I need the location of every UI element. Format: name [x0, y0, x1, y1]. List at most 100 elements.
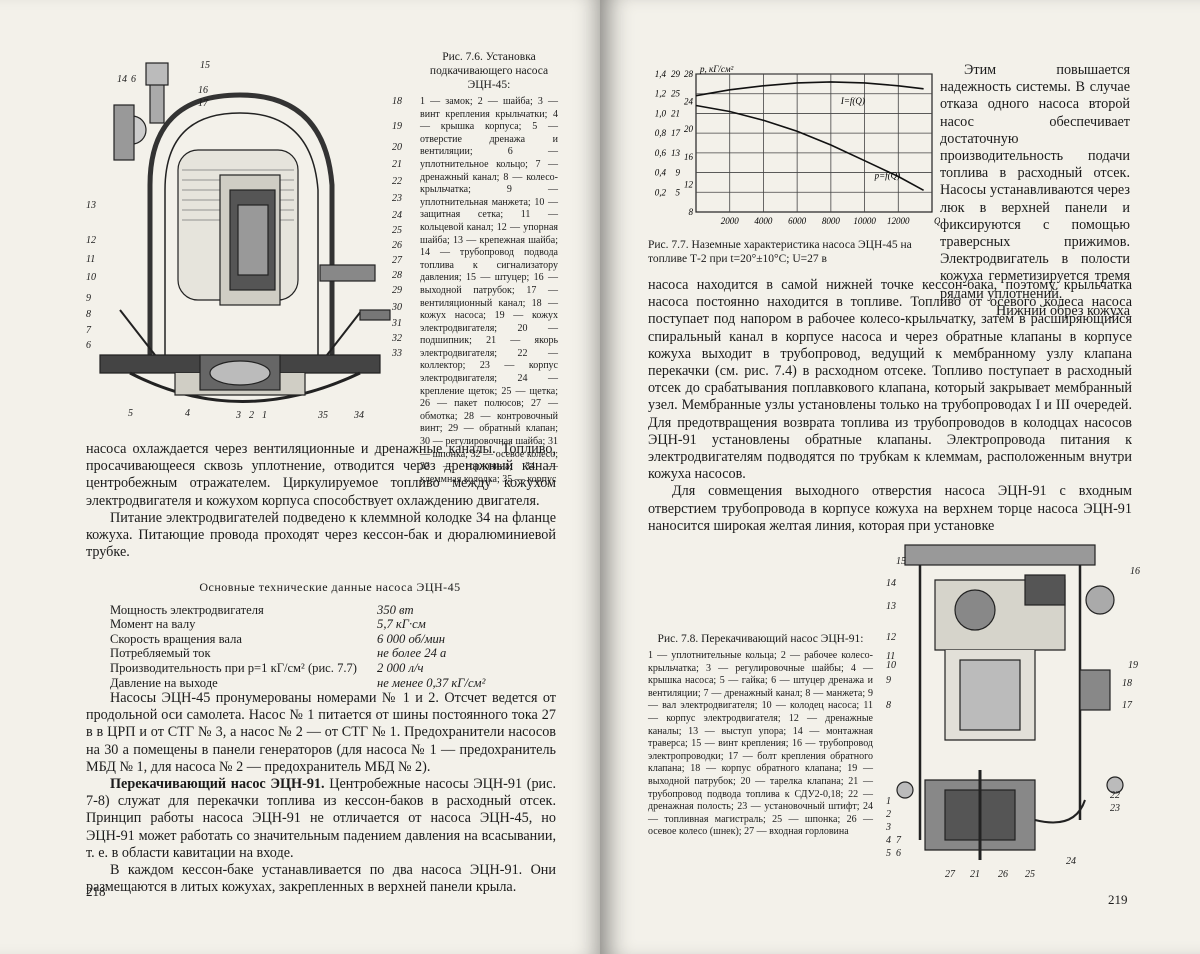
callout-12: 12 [886, 632, 896, 643]
y-mid-tick-label: 9 [676, 168, 681, 178]
callout-17: 17 [198, 98, 208, 109]
callout-27: 27 [392, 255, 402, 266]
right-text-block-2: насоса находится в самой нижней точке ке… [648, 277, 1132, 535]
y-left-tick-label: 0,4 [655, 168, 667, 178]
x-axis-label: Q, л/ч [934, 216, 940, 226]
x-tick-label: 8000 [822, 216, 841, 226]
callout-32: 32 [392, 333, 402, 344]
callout-34: 34 [354, 410, 364, 421]
callout-11: 11 [886, 651, 896, 662]
page-number-right: 219 [1108, 892, 1128, 907]
paragraph-placement: В каждом кессон-баке устанавливается по … [86, 862, 556, 896]
callout-2: 2 [249, 410, 254, 421]
callout-28: 28 [392, 270, 402, 281]
callout-31: 31 [392, 318, 402, 329]
callout-33: 33 [392, 348, 402, 359]
callout-22: 22 [392, 176, 402, 187]
paragraph-yellow-line: Для совмещения выходного отверстия насос… [648, 483, 1132, 534]
y-mid-tick-label: 5 [676, 187, 681, 197]
x-tick-label: 12000 [887, 216, 910, 226]
callout-21: 21 [970, 869, 980, 880]
callout-14: 14 [117, 74, 127, 85]
y-mid-tick-label: 29 [671, 69, 681, 79]
callout-14: 14 [886, 578, 896, 589]
callout-8: 8 [86, 309, 91, 320]
callout-19: 19 [392, 121, 402, 132]
figure-7-8-caption: Рис. 7.8. Перекачивающий насос ЭЦН-91: 1… [648, 632, 873, 839]
callout-5: 5 [886, 848, 891, 859]
callout-3: 3 [886, 822, 891, 833]
left-page: 15 14 6 16 17 18 19 20 21 22 23 24 25 26… [0, 0, 600, 954]
callout-17: 17 [1122, 700, 1132, 711]
callout-20: 20 [392, 142, 402, 153]
callout-24: 24 [392, 210, 402, 221]
page-number-left: 218 [86, 884, 106, 899]
callout-35: 35 [318, 410, 328, 421]
y-left-tick-label: 1,0 [655, 108, 667, 118]
y-axis-label: p, кГ/см² [699, 64, 734, 74]
callout-1: 1 [886, 796, 891, 807]
series-label: p=f(Q) [874, 171, 901, 181]
callout-6-top: 6 [131, 74, 136, 85]
table-row: Производительность при p=1 кГ/см² (рис. … [110, 660, 424, 675]
callout-16: 16 [1130, 566, 1140, 577]
y-mid-tick-label: 17 [671, 128, 681, 138]
figure-7-6-legend: 1 — замок; 2 — шайба; 3 — винт крепления… [420, 96, 558, 485]
callout-9: 9 [886, 675, 891, 686]
y-right-tick-label: 8 [689, 207, 694, 217]
callout-1: 1 [262, 410, 267, 421]
callout-26: 26 [392, 240, 402, 251]
x-tick-label: 6000 [788, 216, 807, 226]
x-tick-label: 2000 [721, 216, 740, 226]
heading-ecn91: Перекачивающий насос ЭЦН-91. [110, 776, 325, 793]
series-label: I=f(Q) [840, 96, 865, 106]
figure-7-6-caption: Рис. 7.6. Установка подкачивающего насос… [420, 50, 558, 486]
paragraph-lower-edge-start: Нижний обрез кожуха [995, 302, 1130, 319]
figure-7-7-caption: Рис. 7.7. Наземные характеристика насоса… [648, 239, 912, 265]
left-text-block-1: насоса охлаждается через вентиляционные … [86, 441, 556, 561]
callout-22: 22 [1110, 790, 1120, 801]
callout-2: 2 [886, 809, 891, 820]
specs-block: Основные технические данные насоса ЭЦН-4… [110, 580, 550, 690]
callout-19: 19 [1128, 660, 1138, 671]
callout-18: 18 [392, 96, 402, 107]
callout-10: 10 [886, 660, 896, 671]
callout-4: 4 [886, 835, 891, 846]
figure-7-8-drawing [896, 544, 1124, 860]
right-text-block-1: Этим повышается надежность системы. В сл… [940, 62, 1130, 320]
callout-9: 9 [86, 293, 91, 304]
callout-10: 10 [86, 272, 96, 283]
y-mid-tick-label: 25 [671, 89, 681, 99]
figure-7-6-drawing [99, 62, 391, 403]
callout-15: 15 [200, 60, 210, 71]
callout-13: 13 [86, 200, 96, 211]
callout-6: 6 [896, 848, 901, 859]
callout-7: 7 [86, 325, 91, 336]
y-right-tick-label: 20 [684, 124, 694, 134]
plot-frame [695, 73, 933, 213]
figure-7-8-title: Рис. 7.8. Перекачивающий насос ЭЦН-91: [657, 633, 864, 645]
y-mid-tick-label: 21 [671, 108, 680, 118]
y-left-tick-label: 1,4 [655, 69, 667, 79]
figure-7-6-title: Рис. 7.6. Установка подкачивающего насос… [429, 51, 549, 91]
callout-21: 21 [392, 159, 402, 170]
paragraph-cooling: насоса охлаждается через вентиляционные … [86, 441, 556, 509]
callout-5: 5 [128, 408, 133, 419]
y-right-tick-label: 24 [684, 97, 694, 107]
y-right-tick-label: 28 [684, 69, 694, 79]
callout-24: 24 [1066, 856, 1076, 867]
callout-8: 8 [886, 700, 891, 711]
y-left-tick-label: 0,8 [655, 128, 667, 138]
series-line-1 [695, 104, 924, 192]
paragraph-power-supply: Питание электродвигателей подведено к кл… [86, 509, 556, 561]
specs-title: Основные технические данные насоса ЭЦН-4… [199, 580, 461, 594]
